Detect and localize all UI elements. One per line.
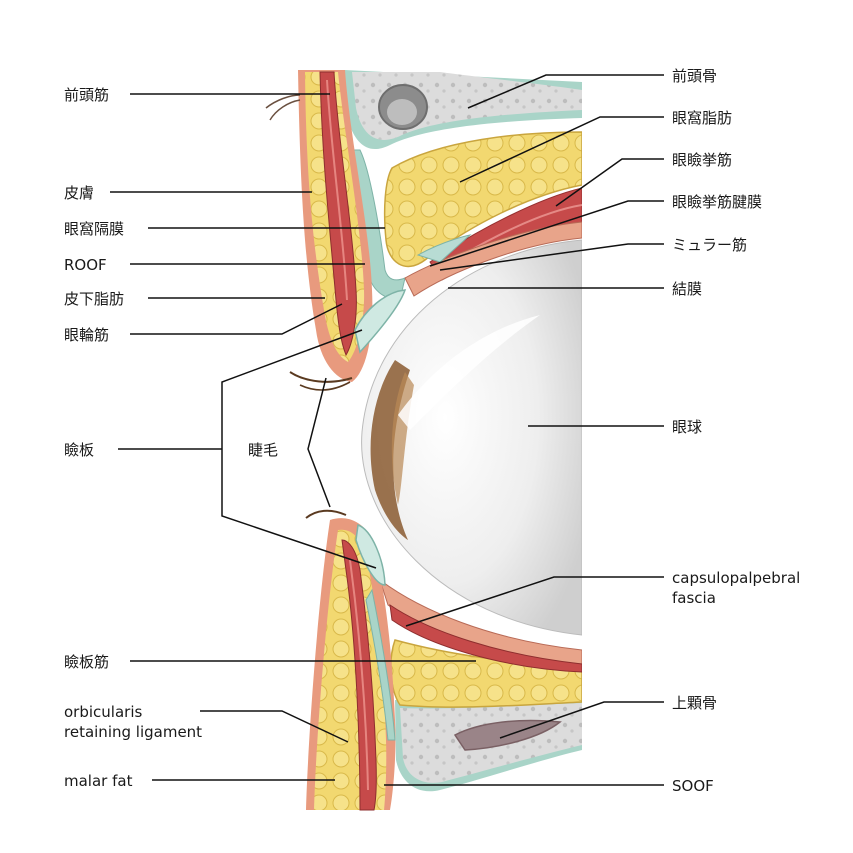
leader-orbicularis-oculi: [130, 303, 343, 335]
frontal-bone-shape: [345, 70, 582, 150]
label-soof: SOOF: [672, 777, 714, 795]
leader-frontal-bone: [467, 74, 664, 109]
label-orbital-fat: 眼窩脂肪: [672, 109, 732, 127]
leader-orbital-fat: [459, 116, 664, 183]
label-skin: 皮膚: [64, 184, 94, 202]
leader-orl: [200, 710, 349, 743]
label-frontalis: 前頭筋: [64, 86, 109, 104]
label-orl-line2: retaining ligament: [64, 723, 202, 741]
right-labels: 前頭骨 眼窩脂肪 眼瞼挙筋 眼瞼挙筋腱膜 ミュラー筋 結膜 眼球 capsulo…: [384, 67, 800, 795]
left-labels: 前頭筋 皮膚 眼窩隔膜 ROOF 皮下脂肪 眼輪筋 瞼板 睫毛 瞼板筋 orbi…: [64, 86, 476, 790]
leader-levator-aponeurosis: [429, 200, 664, 267]
label-levator-muscle: 眼瞼挙筋: [672, 151, 732, 169]
label-muller-muscle: ミュラー筋: [672, 236, 747, 254]
bracket-tarsus: [221, 329, 377, 569]
label-conjunctiva: 結膜: [672, 280, 702, 298]
label-maxilla: 上顆骨: [672, 694, 717, 712]
label-cpf-line2: fascia: [672, 589, 716, 607]
label-eyeball: 眼球: [672, 418, 702, 436]
leader-muller-muscle: [439, 243, 664, 271]
orbital-fat-shape: [383, 131, 582, 268]
maxilla-bone-shape: [395, 695, 582, 792]
label-orbicularis-oculi: 眼輪筋: [64, 326, 109, 344]
label-frontal-bone: 前頭骨: [672, 67, 717, 85]
label-tarsus: 瞼板: [64, 441, 94, 459]
label-malar-fat: malar fat: [64, 772, 133, 790]
label-eyelashes: 睫毛: [248, 441, 278, 459]
lower-eyelid-shape: [305, 509, 396, 811]
upper-eyelid-shape: [265, 70, 407, 391]
label-orbital-septum: 眼窩隔膜: [64, 220, 124, 238]
label-levator-aponeurosis: 眼瞼挙筋腱膜: [672, 193, 762, 211]
anatomy-illustration: [265, 70, 582, 811]
leader-levator-muscle: [555, 158, 664, 207]
leader-cpf: [405, 576, 664, 627]
eyeball-shape: [361, 239, 582, 636]
label-orl-line1: orbicularis: [64, 703, 142, 721]
label-roof: ROOF: [64, 256, 107, 274]
leader-maxilla: [499, 701, 664, 739]
label-subcutaneous-fat: 皮下脂肪: [64, 290, 124, 308]
label-tarsal-muscle: 瞼板筋: [64, 653, 109, 671]
bracket-eyelashes: [307, 377, 331, 508]
label-cpf-line1: capsulopalpebral: [672, 569, 800, 587]
